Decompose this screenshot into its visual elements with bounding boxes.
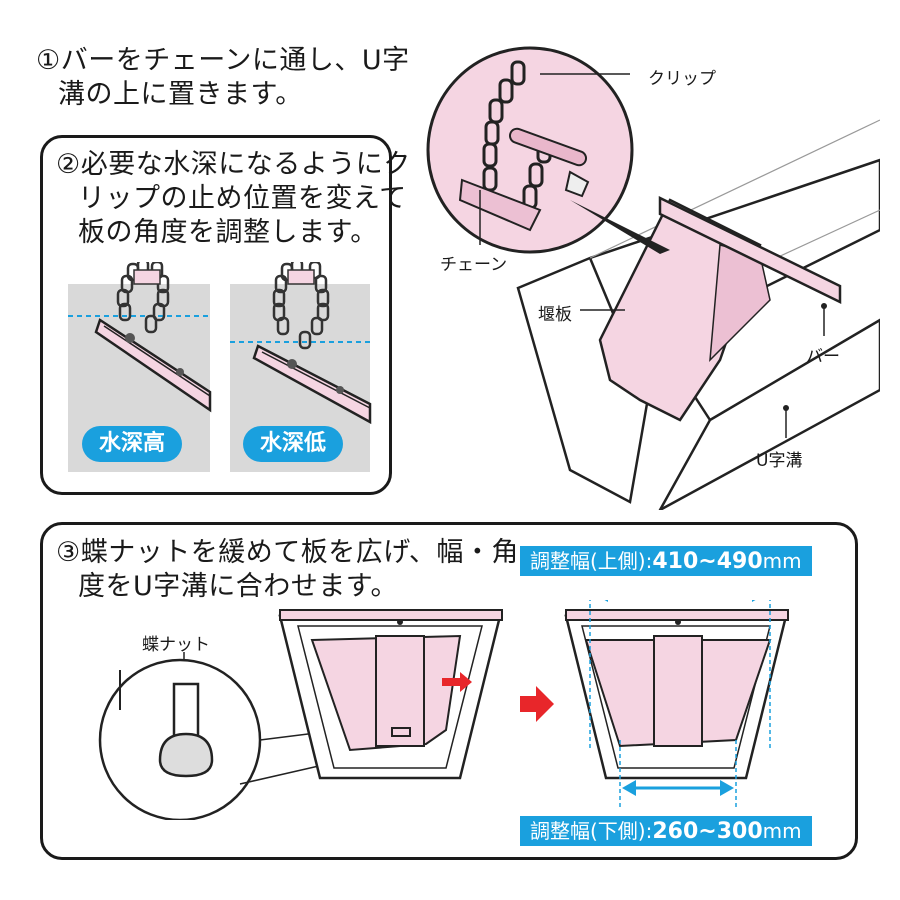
callout-bar: バー <box>806 347 840 367</box>
range-top-unit: mm <box>762 549 802 573</box>
range-top-value: 410~490 <box>652 549 763 574</box>
u-channel-shape <box>516 158 880 510</box>
installation-illustration <box>426 46 880 510</box>
step3-frame <box>40 522 858 860</box>
step3-line2: 度をU字溝に合わせます。 <box>78 571 399 602</box>
range-bottom-value: 260~300 <box>652 819 763 844</box>
step1-line2: 溝の上に置きます。 <box>58 79 303 110</box>
range-top-badge: 調整幅(上側):410~490mm <box>520 546 812 576</box>
wing-nut-magnifier <box>98 652 381 820</box>
range-bottom-unit: mm <box>762 819 802 843</box>
bar-shape <box>658 195 842 305</box>
step2-text: ②必要な水深になるようにク リップの止め位置を変えて 板の角度を調整します。 <box>56 148 411 250</box>
range-bottom-prefix: 調整幅(下側): <box>530 819 653 843</box>
next-step-arrow <box>520 686 554 722</box>
callout-chain: チェーン <box>440 255 508 275</box>
step3-line1: ③蝶ナットを緩めて板を広げ、幅・角 <box>56 537 519 568</box>
expand-arrow-small <box>442 672 472 692</box>
adjustment-illustrations <box>98 600 789 820</box>
range-top-prefix: 調整幅(上側): <box>530 549 653 573</box>
step3-text: ③蝶ナットを緩めて板を広げ、幅・角 度をU字溝に合わせます。 <box>56 536 519 604</box>
badge-low-water: 水深低 <box>243 426 343 462</box>
callout-weir-board: 堰板 <box>538 305 572 325</box>
u-channel-after <box>564 600 789 810</box>
u-channel-before <box>278 609 503 780</box>
callout-clip: クリップ <box>648 69 716 89</box>
range-bottom-badge: 調整幅(下側):260~300mm <box>520 816 812 846</box>
step2-line2: リップの止め位置を変えて <box>78 183 407 214</box>
badge-high-water: 水深高 <box>82 426 182 462</box>
step2-line3: 板の角度を調整します。 <box>78 217 378 248</box>
callout-u-channel: U字溝 <box>756 451 803 471</box>
step2-line1: ②必要な水深になるようにク <box>56 149 411 180</box>
step1-line1: ①バーをチェーンに通し、U字 <box>36 45 410 76</box>
callout-wing-nut: 蝶ナット <box>142 635 210 655</box>
step1-text: ①バーをチェーンに通し、U字 溝の上に置きます。 <box>36 44 410 112</box>
step2-frame <box>40 135 392 495</box>
